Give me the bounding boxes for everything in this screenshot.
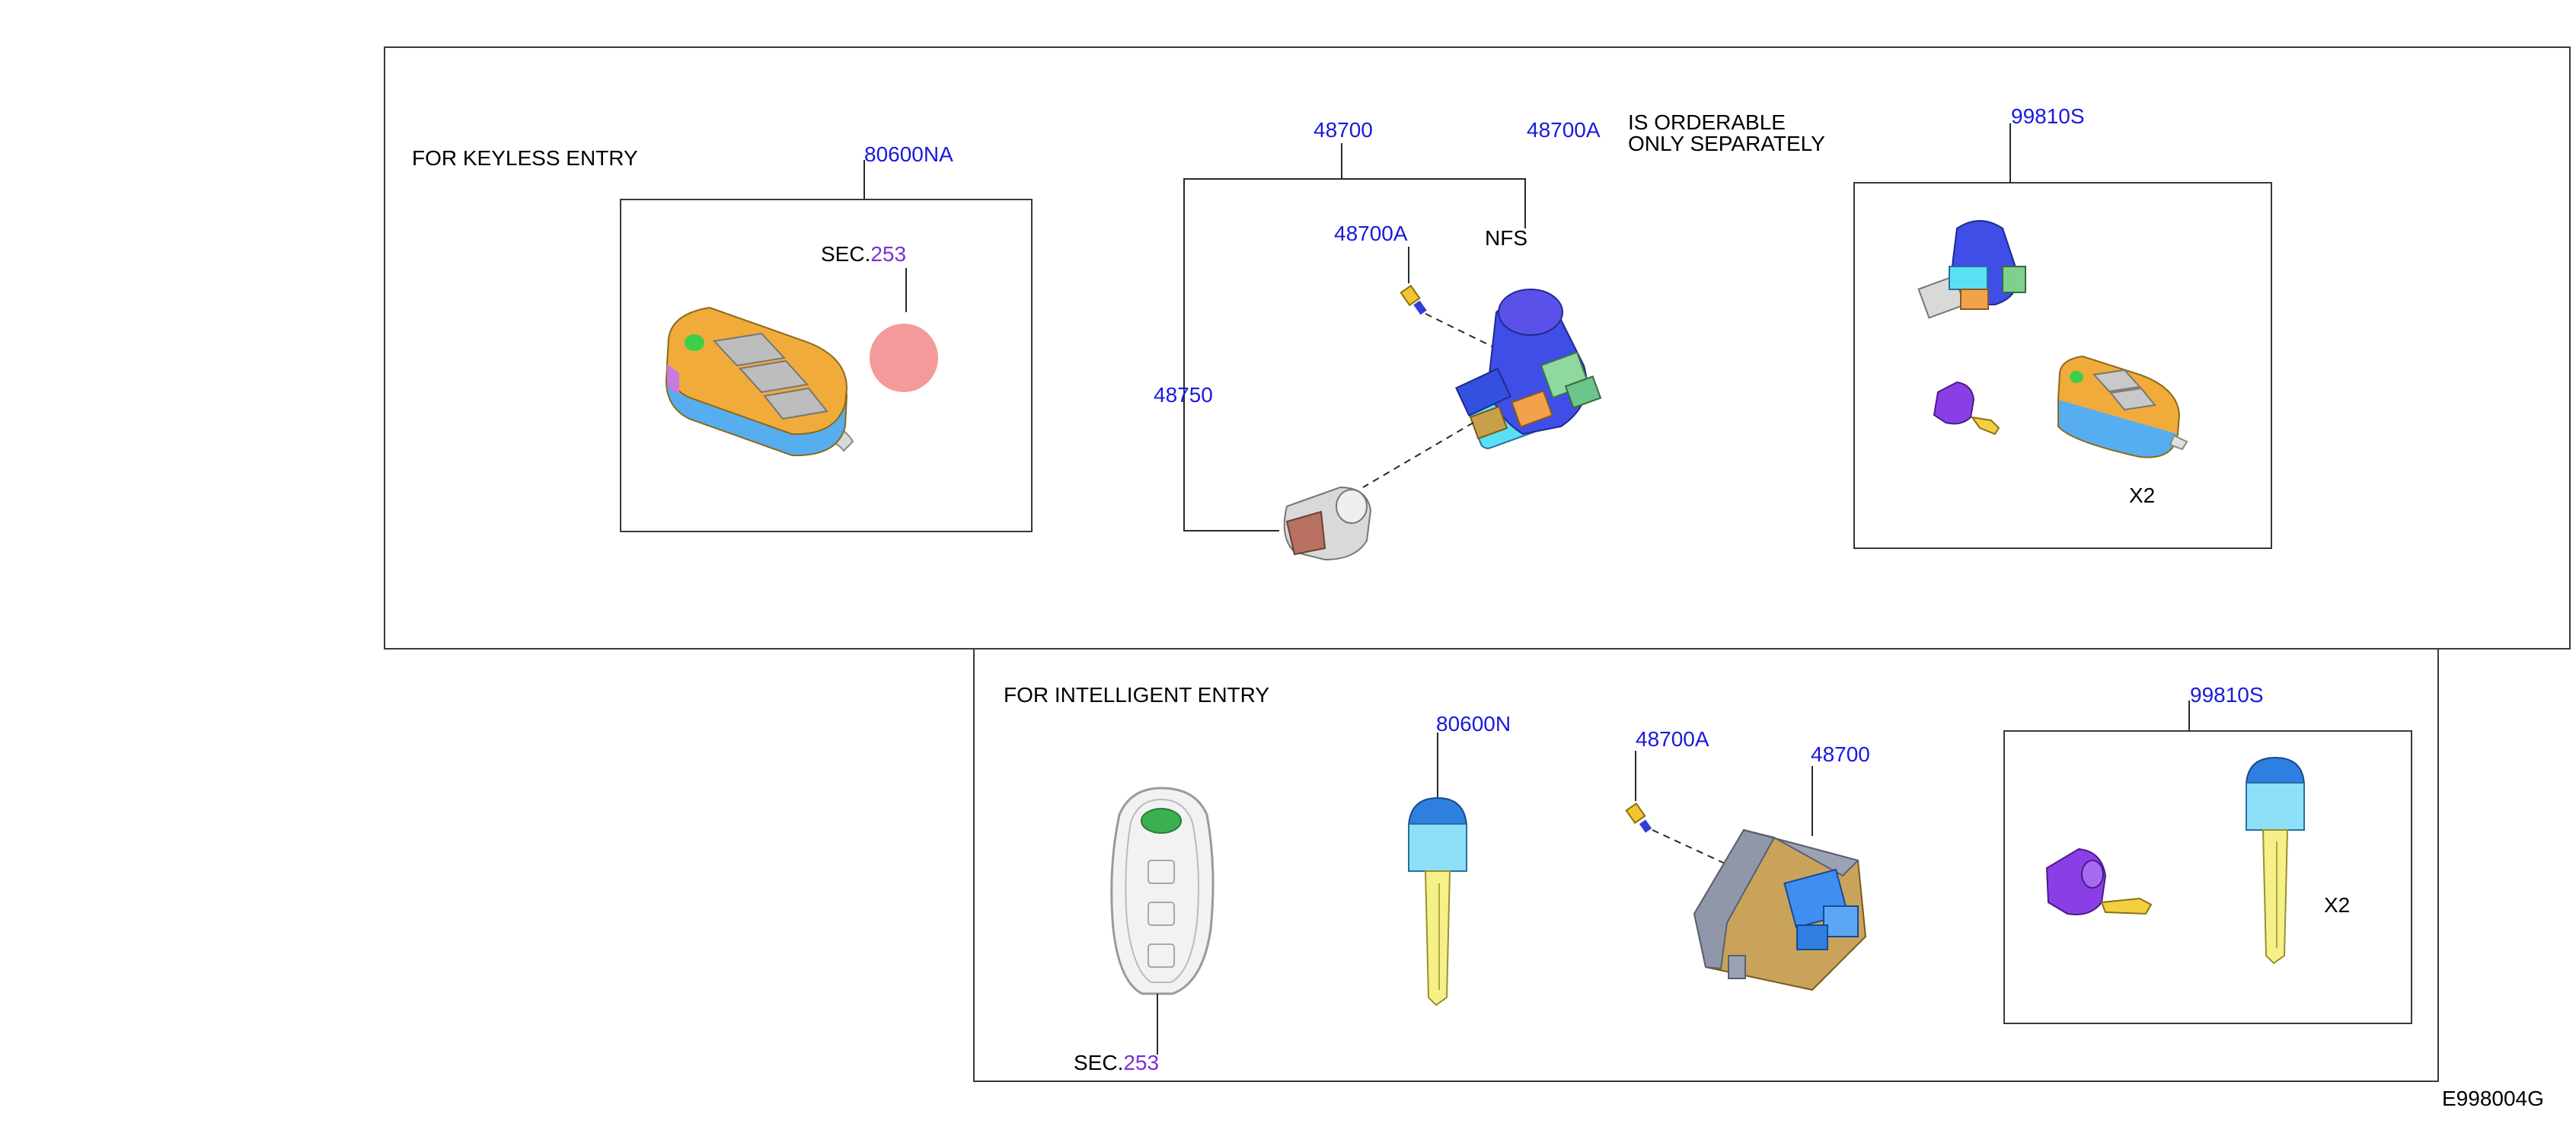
part-number-48750[interactable]: 48750 [1154, 383, 1213, 407]
kit-flip-key-icon [2057, 355, 2188, 458]
intelligent-key-fob-icon [1110, 787, 1215, 995]
leader-48700-nfs [1342, 178, 1526, 228]
nfs-label: NFS [1485, 226, 1527, 250]
kit-lock-cylinder-icon-bottom [2045, 848, 2153, 915]
part-number-48700-bottom[interactable]: 48700 [1811, 742, 1870, 766]
dashed-screw-line [1425, 313, 1516, 359]
part-number-48700A-bottom[interactable]: 48700A [1636, 727, 1709, 751]
part-number-48700A-inner[interactable]: 48700A [1334, 222, 1408, 245]
kit-lock-cylinder-icon [1933, 381, 2000, 436]
part-number-48700[interactable]: 48700 [1314, 118, 1373, 142]
part-number-99810S-bottom[interactable]: 99810S [2190, 683, 2264, 707]
emergency-key-icon [1407, 796, 1468, 1007]
screw-icon-bottom [1625, 802, 1652, 833]
battery-icon [870, 324, 938, 392]
ignition-switch-icon [1455, 289, 1602, 449]
part-number-80600N[interactable]: 80600N [1436, 712, 1511, 736]
part-number-99810S-top[interactable]: 99810S [2011, 104, 2085, 128]
keyless-entry-heading: FOR KEYLESS ENTRY [412, 146, 638, 170]
orderable-note-line1: IS ORDERABLE [1628, 110, 1786, 134]
key-cylinder-icon [1283, 486, 1372, 561]
remote-key-box [620, 199, 1033, 532]
flip-remote-key-icon [665, 306, 854, 457]
part-number-48700A-top[interactable]: 48700A [1527, 118, 1601, 142]
kit-emergency-key-icon [2245, 756, 2306, 965]
kit-ignition-switch-icon [1917, 220, 2026, 319]
part-number-80600NA[interactable]: 80600NA [864, 142, 953, 166]
screw-icon [1400, 284, 1427, 315]
orderable-note-line2: ONLY SEPARATELY [1628, 132, 1825, 155]
kit-box-intelligent [2003, 730, 2412, 1024]
intelligent-entry-heading: FOR INTELLIGENT ENTRY [1004, 683, 1269, 707]
quantity-label-bottom: X2 [2324, 893, 2350, 917]
ignition-unit-icon [1693, 828, 1867, 991]
leader-48700-48750 [1183, 143, 1342, 531]
sec-reference[interactable]: SEC.253 [821, 242, 906, 266]
kit-box-keyless [1853, 182, 2272, 549]
intelligent-entry-panel [973, 648, 2439, 1082]
quantity-label-top: X2 [2129, 484, 2155, 507]
sec-reference-bottom[interactable]: SEC.253 [1074, 1051, 1159, 1074]
dashed-cylinder-line [1362, 422, 1474, 488]
figure-code: E998004G [2442, 1087, 2544, 1110]
